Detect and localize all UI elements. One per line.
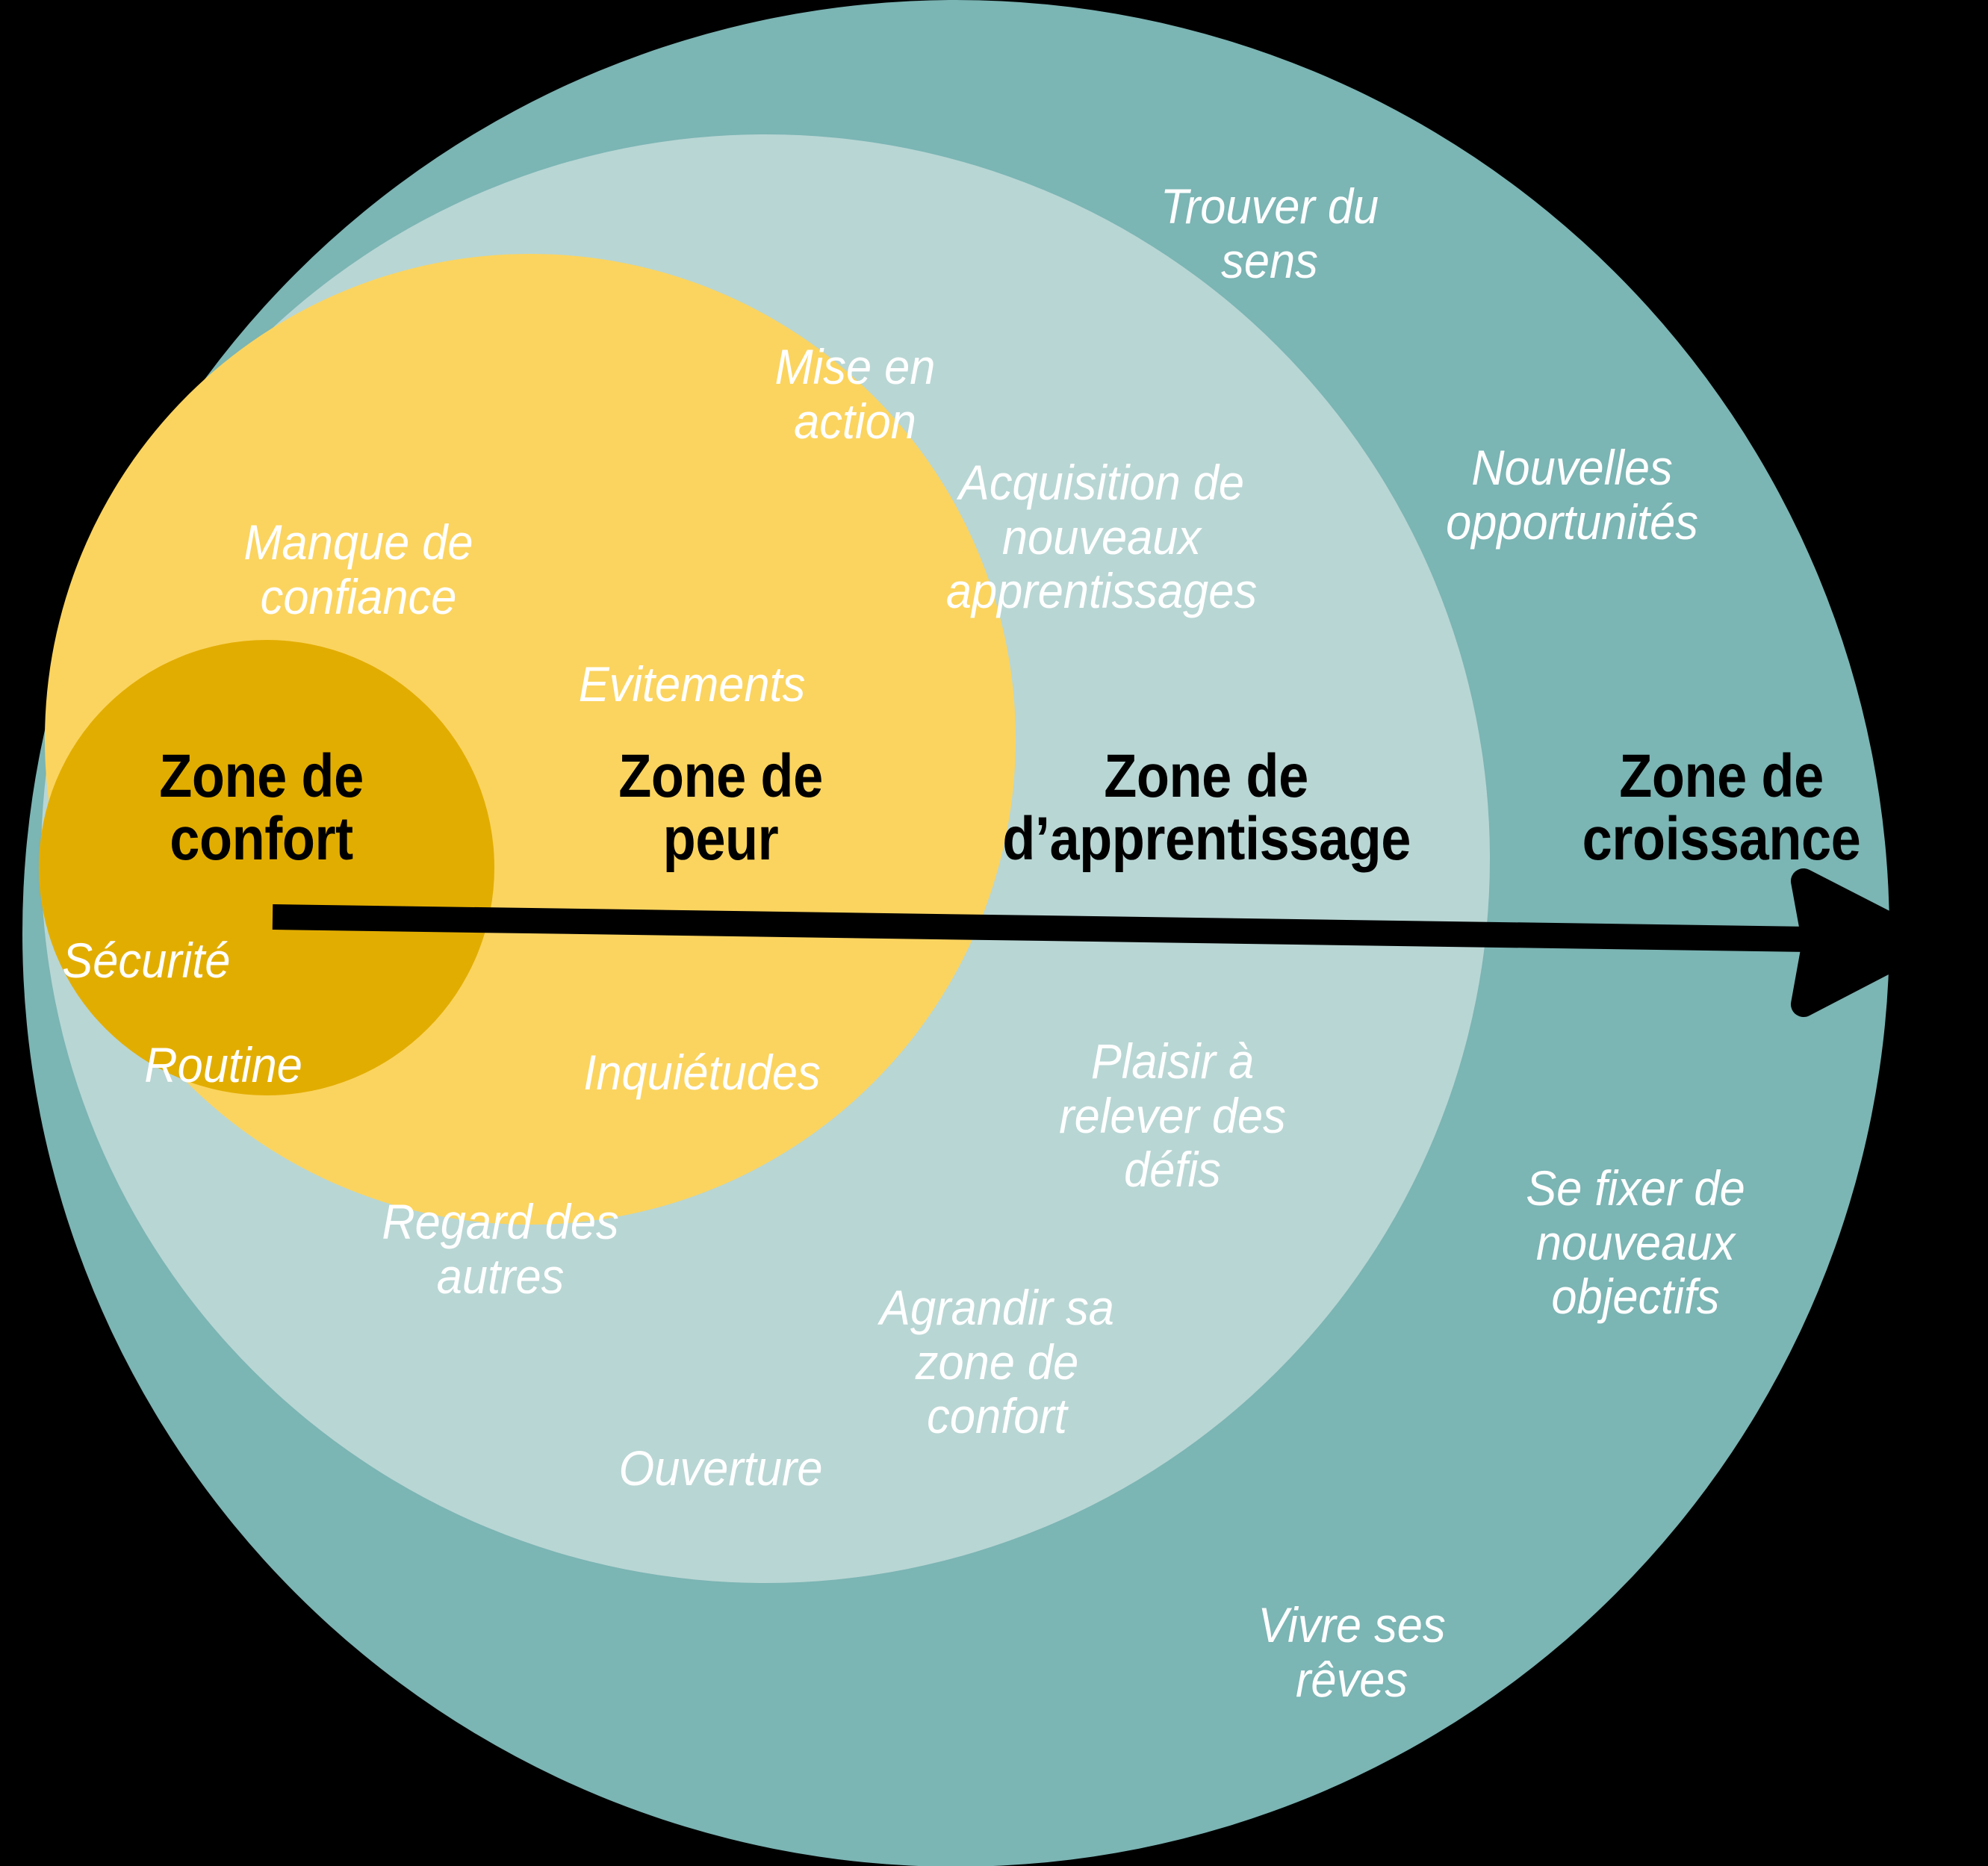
keyword-manque-de-confiance: Manque de confiance — [243, 514, 473, 624]
zone-title-peur: Zone de peur — [618, 742, 823, 873]
keyword-se-fixer-nouveaux-objectifs: Se fixer de nouveaux objectifs — [1526, 1160, 1745, 1325]
keyword-agrandir-zone-de-confort: Agrandir sa zone de confort — [880, 1280, 1114, 1444]
keyword-securite: Sécurité — [62, 933, 231, 988]
keyword-trouver-du-sens: Trouver du sens — [1160, 178, 1379, 288]
keyword-routine: Routine — [144, 1037, 302, 1092]
zone-title-croissance: Zone de croissance — [1582, 742, 1861, 873]
keyword-evitements: Evitements — [578, 656, 806, 712]
keyword-regard-des-autres: Regard des autres — [382, 1194, 619, 1304]
keyword-vivre-ses-reves: Vivre ses rêves — [1258, 1597, 1446, 1707]
keyword-plaisir-relever-defis: Plaisir à relever des défis — [1059, 1033, 1286, 1198]
zone-title-apprentissage: Zone de d’apprentissage — [1002, 742, 1411, 873]
zone-title-confort: Zone de confort — [159, 742, 364, 873]
keyword-inquietudes: Inquiétudes — [583, 1045, 821, 1100]
keyword-acquisition-nouveaux-apprentissages: Acquisition de nouveaux apprentissages — [945, 455, 1258, 619]
zone-circle-comfort — [39, 640, 494, 1095]
keyword-mise-en-action: Mise en action — [774, 339, 936, 449]
keyword-nouvelles-opportunites: Nouvelles opportunités — [1446, 440, 1698, 550]
keyword-ouverture: Ouverture — [618, 1440, 823, 1496]
